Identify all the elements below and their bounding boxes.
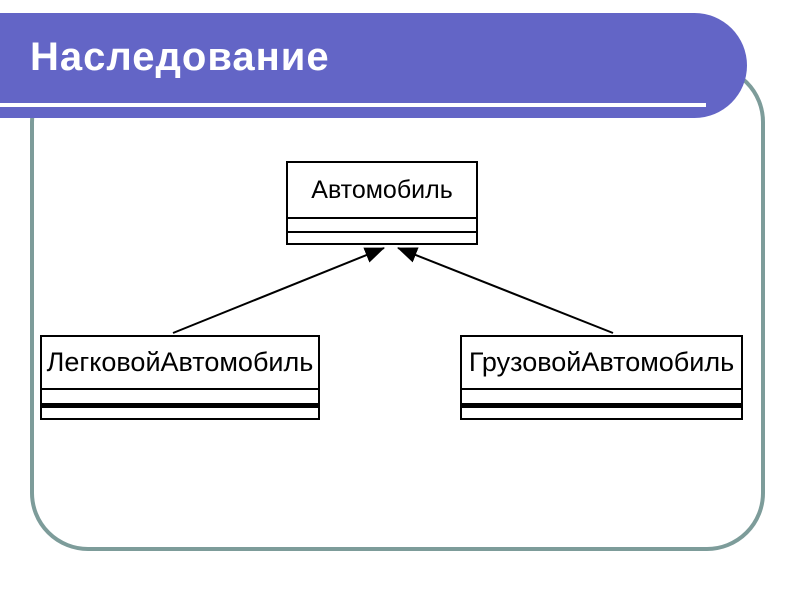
class-box-parent: Автомобиль	[286, 161, 478, 245]
class-box-child-left: ЛегковойАвтомобиль	[40, 335, 320, 420]
content-frame-border	[30, 64, 765, 551]
slide-title: Наследование	[30, 35, 330, 79]
class-name-parent: Автомобиль	[311, 175, 453, 204]
attributes-compartment	[42, 388, 318, 403]
class-box-child-right: ГрузовойАвтомобиль	[460, 335, 743, 420]
title-banner: Наследование	[0, 13, 747, 118]
class-name-child-right: ГрузовойАвтомобиль	[468, 347, 735, 377]
operations-compartment	[288, 231, 476, 243]
operations-compartment	[462, 403, 741, 418]
operations-compartment	[42, 403, 318, 418]
attributes-compartment	[462, 388, 741, 403]
attributes-compartment	[288, 217, 476, 231]
banner-separator-line	[0, 103, 706, 107]
class-name-child-left: ЛегковойАвтомобиль	[46, 347, 314, 377]
